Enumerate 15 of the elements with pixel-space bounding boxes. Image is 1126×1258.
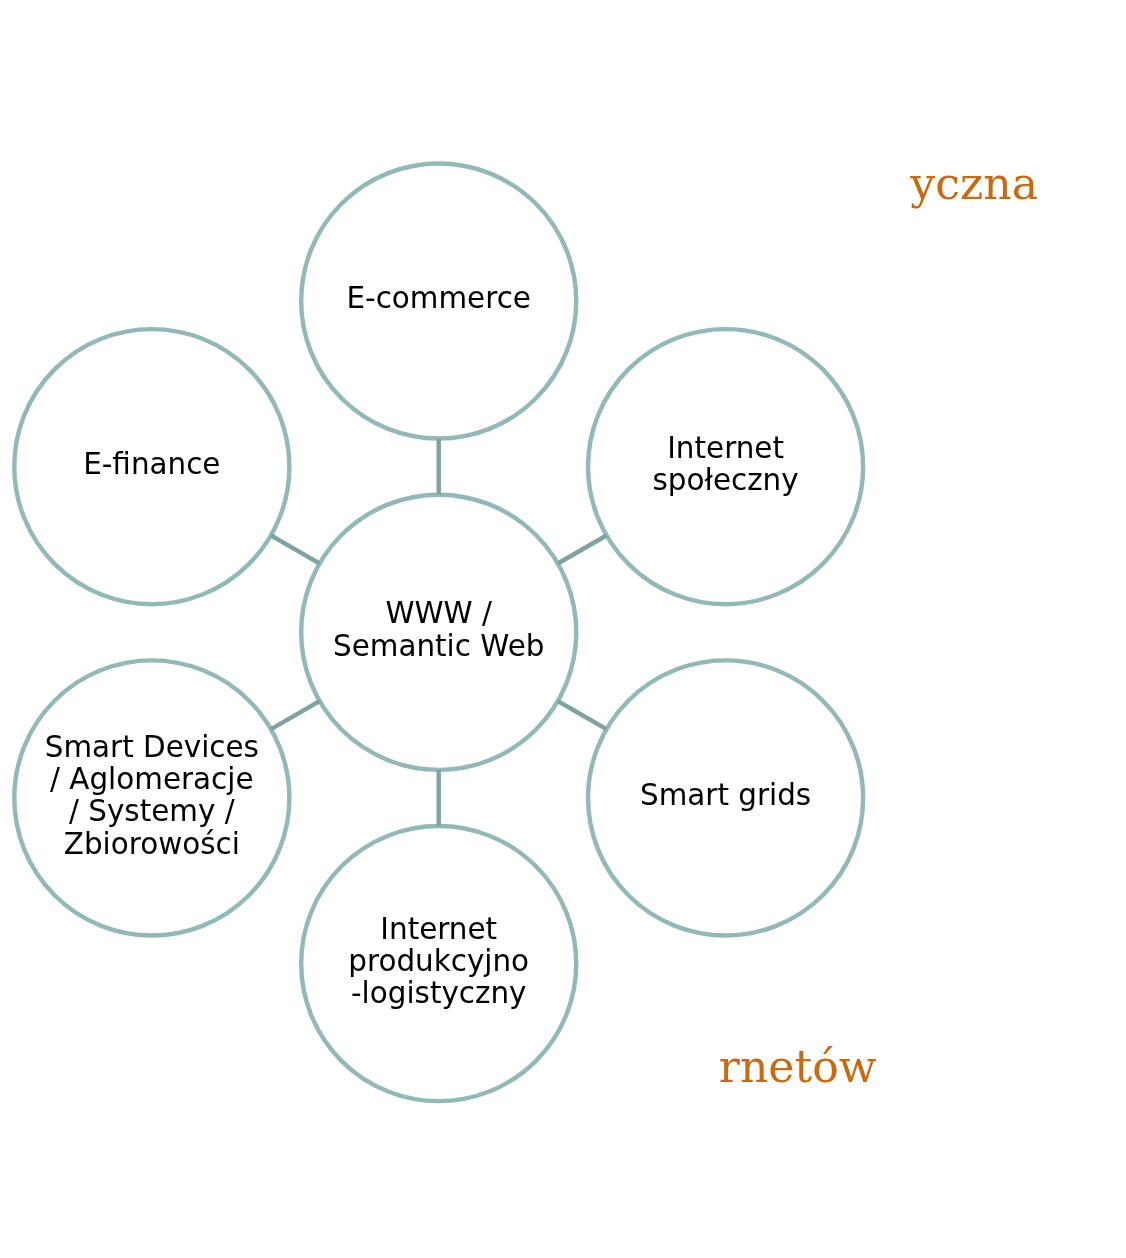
node-circle: Internet społeczny (585, 326, 866, 606)
node-circle: Smart grids (585, 657, 866, 938)
connector (556, 698, 608, 731)
node-circle: WWW / Semantic Web (298, 492, 579, 772)
connector (269, 533, 321, 565)
connector (436, 769, 441, 826)
label: yczna (910, 157, 1038, 209)
node-circle: E-commerce (298, 160, 579, 441)
label: rnetów (718, 1040, 877, 1092)
node-circle: E-finance (12, 326, 292, 606)
connector (436, 438, 441, 495)
node-circle: Internet produkcyjno -logistyczny (298, 823, 579, 1103)
connector (556, 533, 608, 565)
node-circle: Smart Devices / Aglomeracje / Systemy / Zbiorowości (12, 657, 292, 938)
connector (269, 698, 321, 731)
